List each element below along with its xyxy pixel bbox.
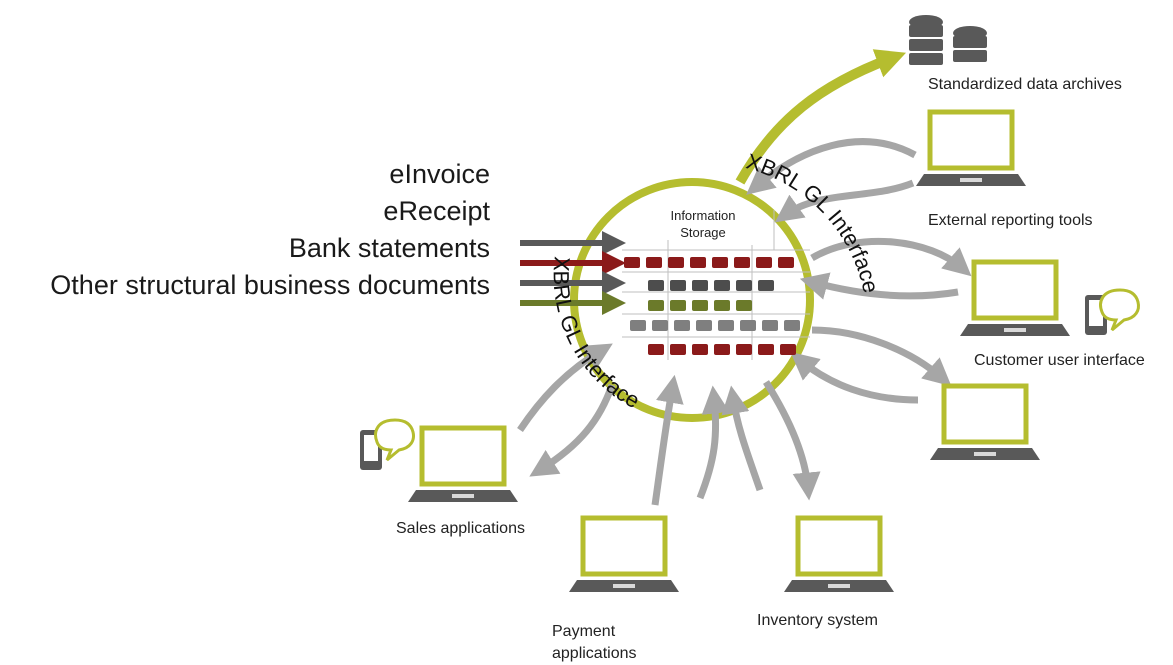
incoming-arrows [520,231,626,315]
storage-cell [780,344,796,355]
bidirectional-arrows [517,138,972,506]
storage-cell [696,320,712,331]
laptop-icon [784,515,894,592]
storage-cell [718,320,734,331]
storage-cell [674,320,690,331]
label-external-reporting: External reporting tools [928,212,1093,229]
storage-cell [670,300,686,311]
storage-cell [668,257,684,268]
arrow-lower-laptop [811,326,952,387]
storage-cell [714,280,730,291]
tablet-chat-icon [360,418,415,470]
storage-cell [714,344,730,355]
storage-grid [622,210,810,360]
storage-cell [624,257,640,268]
label-customer-ui: Customer user interface [974,352,1145,369]
storage-cell [736,344,752,355]
storage-cell [736,280,752,291]
arrow-inventory [763,380,821,501]
arrow-sales [529,383,616,477]
storage-cell [648,344,664,355]
label-archives: Standardized data archives [928,76,1122,93]
storage-cell [692,280,708,291]
storage-cell [756,257,772,268]
storage-cell [690,257,706,268]
archive-arrow [735,49,907,185]
storage-cell [762,320,778,331]
arrow-customer-ui-return [799,272,959,300]
tablet-chat-icon [1085,288,1140,335]
label-inventory: Inventory system [757,612,878,629]
storage-cell [740,320,756,331]
arrow-inventory-return [721,385,764,492]
source-ereceipt: eReceipt [383,196,490,226]
storage-cell [646,257,662,268]
storage-cell [758,344,774,355]
interface-label-left: XBRL GL Interface [549,256,644,414]
storage-cell [670,280,686,291]
storage-cell [692,344,708,355]
storage-cell [652,320,668,331]
storage-cell [692,300,708,311]
storage-cell [712,257,728,268]
storage-cell [648,300,664,311]
arrow-customer-ui [810,237,972,277]
storage-cell [734,257,750,268]
arrow-payment-return [651,374,684,506]
laptop-icon [930,383,1040,460]
laptop-icon [408,425,518,502]
source-einvoice: eInvoice [389,159,490,189]
source-other-documents: Other structural business documents [50,270,490,300]
laptop-icon [916,109,1026,186]
storage-cell [630,320,646,331]
storage-cell [778,257,794,268]
arrow-external-reporting-return [774,179,915,223]
storage-cell [670,344,686,355]
arrow-payment [696,385,730,500]
storage-cell [714,300,730,311]
arrow-lower-laptop-return [790,351,919,404]
laptop-icon [569,515,679,592]
arrow-sales-return [517,343,613,432]
interface-label-top: XBRL GL Interface [744,149,884,296]
label-sales: Sales applications [396,520,525,537]
storage-cell [736,300,752,311]
storage-cell [758,280,774,291]
storage-cell [784,320,800,331]
storage-cell [648,280,664,291]
database-icon [909,15,987,65]
arrow-external-reporting [746,138,917,195]
label-payment: Payment applications [552,623,637,662]
source-bank-statements: Bank statements [288,233,490,263]
laptop-icon [960,259,1070,336]
